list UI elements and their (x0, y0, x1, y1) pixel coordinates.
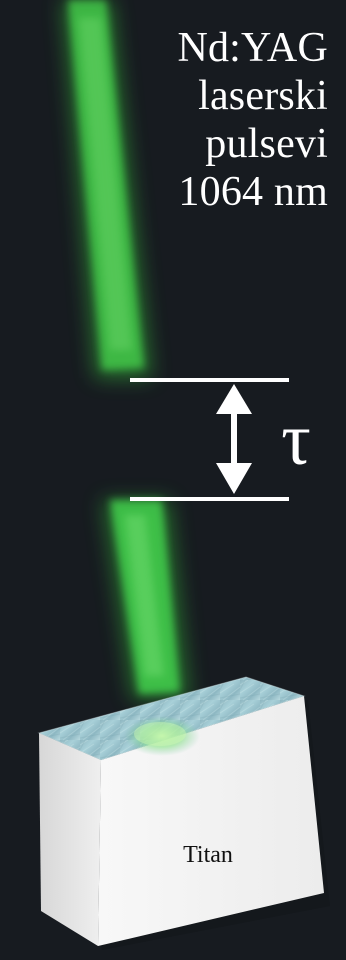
block-left-face (39, 733, 101, 946)
laser-caption: Nd:YAG laserski pulsevi 1064 nm (108, 24, 328, 216)
upper-laser-pulse (62, 0, 152, 378)
pulse-delay-marker (130, 378, 289, 501)
caption-line-pulsevi: pulsevi (205, 121, 328, 167)
caption-line-laser-type: Nd:YAG (177, 25, 328, 71)
caption-line-wavelength: 1064 nm (178, 169, 328, 215)
caption-line-laserski: laserski (198, 73, 328, 119)
material-label: Titan (183, 842, 233, 868)
lower-laser-pulse (102, 500, 190, 700)
laser-spot (124, 716, 200, 756)
titanium-block (37, 676, 330, 950)
block-front-face (98, 696, 324, 946)
delay-symbol: τ (281, 399, 311, 481)
